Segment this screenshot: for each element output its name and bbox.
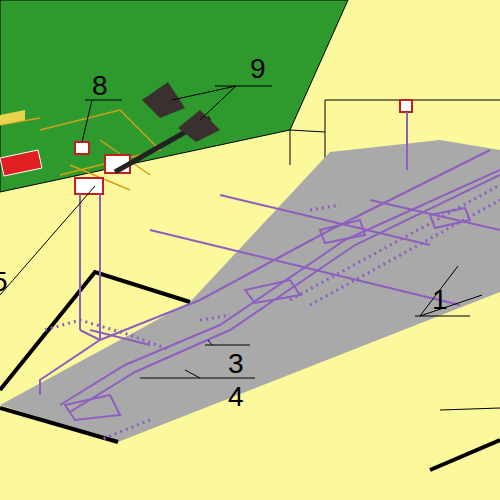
callout-number: 8 bbox=[92, 72, 108, 100]
callout-number: 9 bbox=[250, 55, 266, 83]
mine-workings bbox=[40, 112, 500, 420]
waste-heap bbox=[178, 110, 220, 142]
surface-building bbox=[0, 150, 42, 176]
waste-heap bbox=[142, 82, 185, 118]
level-boundary bbox=[0, 272, 190, 390]
block-edge bbox=[290, 130, 291, 165]
callout-number: 3 bbox=[228, 350, 244, 378]
block-edge bbox=[325, 132, 326, 160]
ground-surface bbox=[0, 0, 348, 192]
working-level bbox=[0, 140, 500, 442]
headframe bbox=[75, 178, 103, 194]
planned-drifts bbox=[45, 185, 500, 440]
leader-line bbox=[440, 408, 500, 410]
callout-number: 5 bbox=[0, 268, 8, 296]
surface-yard bbox=[0, 110, 25, 125]
callout-number: 1 bbox=[432, 286, 448, 314]
level-boundary bbox=[0, 408, 118, 442]
earth-cutout bbox=[0, 272, 190, 405]
callout-number: 4 bbox=[228, 383, 244, 411]
headframe bbox=[75, 142, 89, 154]
leader-lines bbox=[0, 86, 482, 378]
block-edge bbox=[290, 100, 500, 132]
ventilation-building bbox=[400, 100, 412, 112]
level-boundary bbox=[430, 440, 500, 470]
